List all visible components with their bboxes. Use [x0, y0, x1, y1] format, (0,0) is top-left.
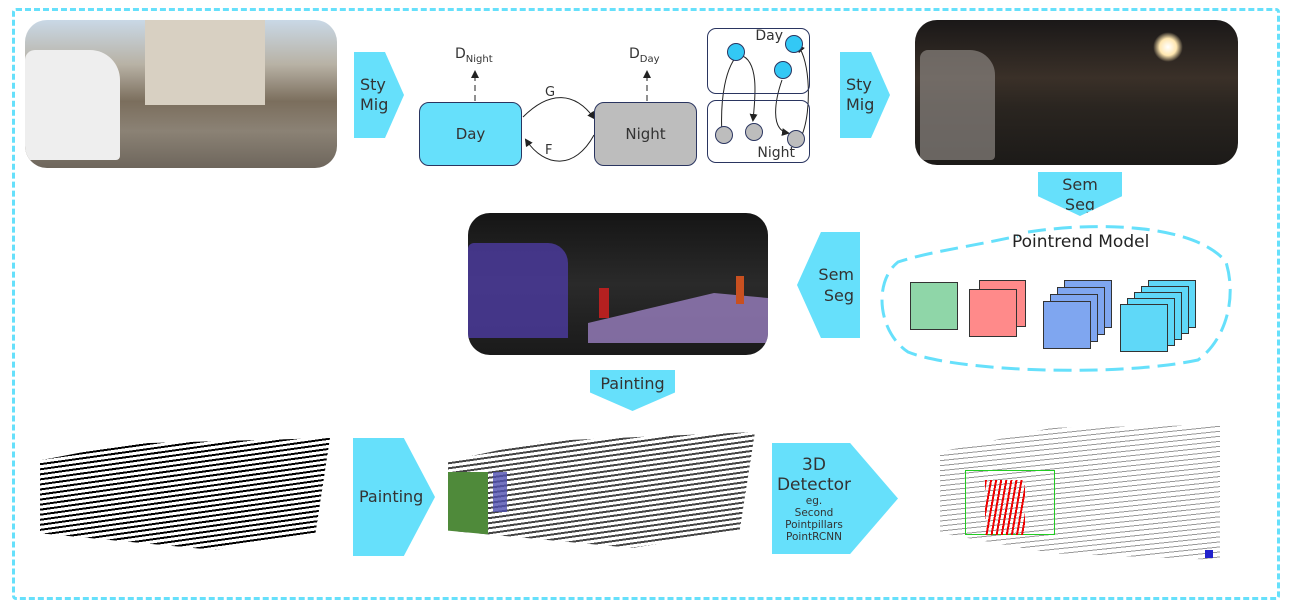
g-label: G	[545, 85, 556, 100]
night-cluster-box: Night	[707, 100, 810, 163]
painted-point-cloud	[448, 432, 755, 548]
raw-point-cloud	[40, 438, 330, 550]
feature-map-red	[969, 289, 1017, 337]
night-street-image	[915, 20, 1238, 165]
feature-map-green	[910, 282, 958, 330]
detection-result-point-cloud	[940, 425, 1220, 560]
pointrend-model-outline	[880, 225, 1232, 372]
d-day-label: DDay	[629, 46, 660, 65]
night-domain-box: Night	[594, 102, 697, 166]
pipeline-frame	[12, 8, 1280, 600]
feature-map-blue	[1043, 301, 1091, 349]
arrow-label: Mig	[360, 95, 389, 114]
f-arrow	[524, 134, 595, 162]
day-cluster-box: Day	[707, 28, 810, 94]
day-domain-box: Day	[419, 102, 522, 166]
d-night-label: DNight	[455, 46, 493, 65]
day-street-image	[25, 20, 337, 168]
arrow-label: Sty	[846, 75, 872, 94]
pointrend-model-title: Pointrend Model	[1012, 232, 1150, 252]
feature-map-cyan	[1120, 304, 1168, 352]
segmented-night-image	[468, 213, 768, 355]
arrow-label: Sty	[360, 75, 386, 94]
f-label: F	[545, 143, 553, 158]
arrow-label: Mig	[846, 95, 875, 114]
g-arrow	[522, 97, 596, 120]
